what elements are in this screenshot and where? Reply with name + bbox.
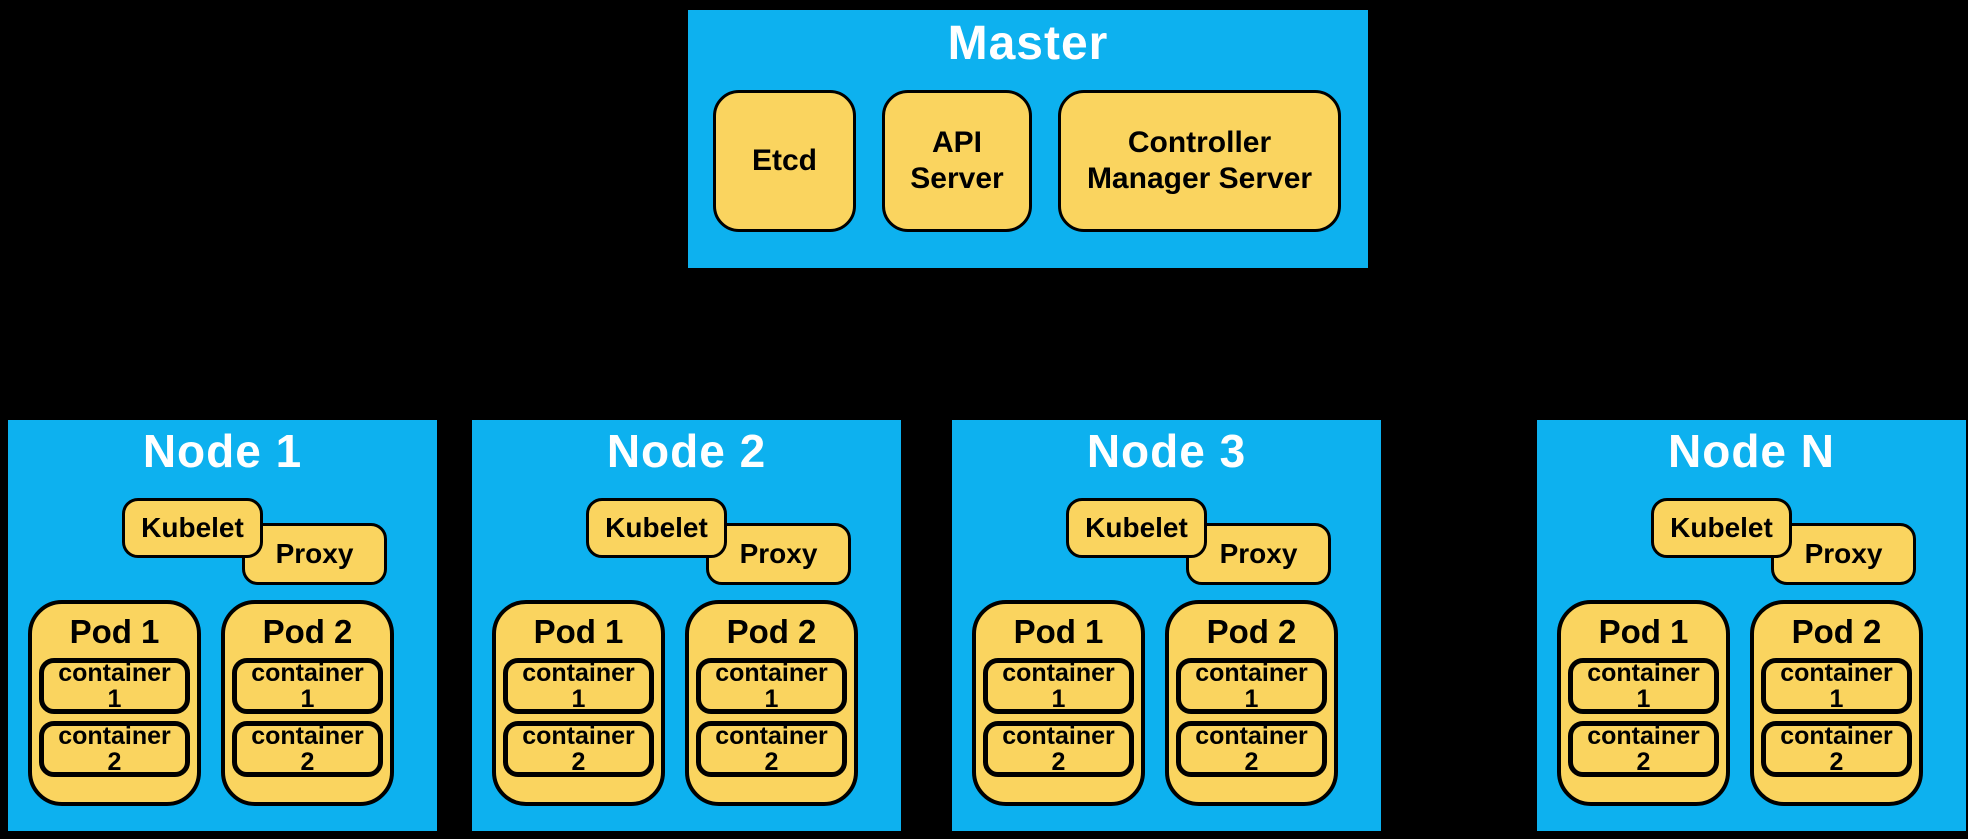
container-box: container 2 [696, 721, 847, 778]
container-box: container 1 [983, 658, 1134, 715]
pod-title: Pod 1 [69, 613, 160, 650]
container-box: container 1 [232, 658, 383, 715]
container-box: container 2 [39, 721, 190, 778]
pod-containers: container 1 container 2 [496, 658, 661, 778]
node-3-pods-row: Pod 1 container 1 container 2 Pod 2 cont… [972, 600, 1338, 806]
node-n-box: Node N Kubelet Proxy Pod 1 container 1 c… [1537, 420, 1966, 831]
etcd-box: Etcd [713, 90, 856, 232]
node-2-title: Node 2 [606, 425, 767, 477]
controller-manager-server-box: Controller Manager Server [1058, 90, 1341, 232]
node-1-pods-row: Pod 1 container 1 container 2 Pod 2 cont… [28, 600, 394, 806]
container-box: container 2 [983, 721, 1134, 778]
node-2-pods-row: Pod 1 container 1 container 2 Pod 2 cont… [492, 600, 858, 806]
node-1-pod-2-box: Pod 2 container 1 container 2 [221, 600, 394, 806]
pod-title: Pod 2 [726, 613, 817, 650]
node-1-pod-1-box: Pod 1 container 1 container 2 [28, 600, 201, 806]
pod-containers: container 1 container 2 [1754, 658, 1919, 778]
container-box: container 1 [1568, 658, 1719, 715]
node-2-proxy-box: Proxy [706, 523, 851, 585]
pod-containers: container 1 container 2 [225, 658, 390, 778]
pod-title: Pod 1 [533, 613, 624, 650]
node-3-title: Node 3 [1086, 425, 1247, 477]
node-3-proxy-box: Proxy [1186, 523, 1331, 585]
pod-containers: container 1 container 2 [1561, 658, 1726, 778]
node-3-kubelet-box: Kubelet [1066, 498, 1207, 558]
container-box: container 1 [1176, 658, 1327, 715]
container-box: container 1 [39, 658, 190, 715]
pod-containers: container 1 container 2 [976, 658, 1141, 778]
pod-title: Pod 1 [1598, 613, 1689, 650]
node-2-box: Node 2 Kubelet Proxy Pod 1 container 1 c… [472, 420, 901, 831]
pod-title: Pod 2 [1206, 613, 1297, 650]
node-1-title: Node 1 [142, 425, 303, 477]
node-2-pod-1-box: Pod 1 container 1 container 2 [492, 600, 665, 806]
node-n-kubelet-box: Kubelet [1651, 498, 1792, 558]
pod-containers: container 1 container 2 [32, 658, 197, 778]
container-box: container 2 [1568, 721, 1719, 778]
master-components-row: Etcd API Server Controller Manager Serve… [713, 90, 1341, 232]
node-3-pod-1-box: Pod 1 container 1 container 2 [972, 600, 1145, 806]
node-1-kubelet-box: Kubelet [122, 498, 263, 558]
pod-title: Pod 1 [1013, 613, 1104, 650]
node-1-proxy-box: Proxy [242, 523, 387, 585]
master-box: Master Etcd API Server Controller Manage… [688, 10, 1368, 268]
node-1-box: Node 1 Kubelet Proxy Pod 1 container 1 c… [8, 420, 437, 831]
node-2-pod-2-box: Pod 2 container 1 container 2 [685, 600, 858, 806]
container-box: container 1 [696, 658, 847, 715]
pod-containers: container 1 container 2 [1169, 658, 1334, 778]
pod-title: Pod 2 [1791, 613, 1882, 650]
container-box: container 2 [232, 721, 383, 778]
node-3-pod-2-box: Pod 2 container 1 container 2 [1165, 600, 1338, 806]
node-n-title: Node N [1668, 425, 1835, 477]
container-box: container 1 [503, 658, 654, 715]
container-box: container 2 [1761, 721, 1912, 778]
pod-containers: container 1 container 2 [689, 658, 854, 778]
container-box: container 1 [1761, 658, 1912, 715]
node-n-pods-row: Pod 1 container 1 container 2 Pod 2 cont… [1557, 600, 1923, 806]
node-n-pod-2-box: Pod 2 container 1 container 2 [1750, 600, 1923, 806]
node-3-box: Node 3 Kubelet Proxy Pod 1 container 1 c… [952, 420, 1381, 831]
node-n-pod-1-box: Pod 1 container 1 container 2 [1557, 600, 1730, 806]
container-box: container 2 [503, 721, 654, 778]
master-title: Master [947, 17, 1109, 70]
api-server-box: API Server [882, 90, 1032, 232]
pod-title: Pod 2 [262, 613, 353, 650]
node-n-proxy-box: Proxy [1771, 523, 1916, 585]
container-box: container 2 [1176, 721, 1327, 778]
node-2-kubelet-box: Kubelet [586, 498, 727, 558]
